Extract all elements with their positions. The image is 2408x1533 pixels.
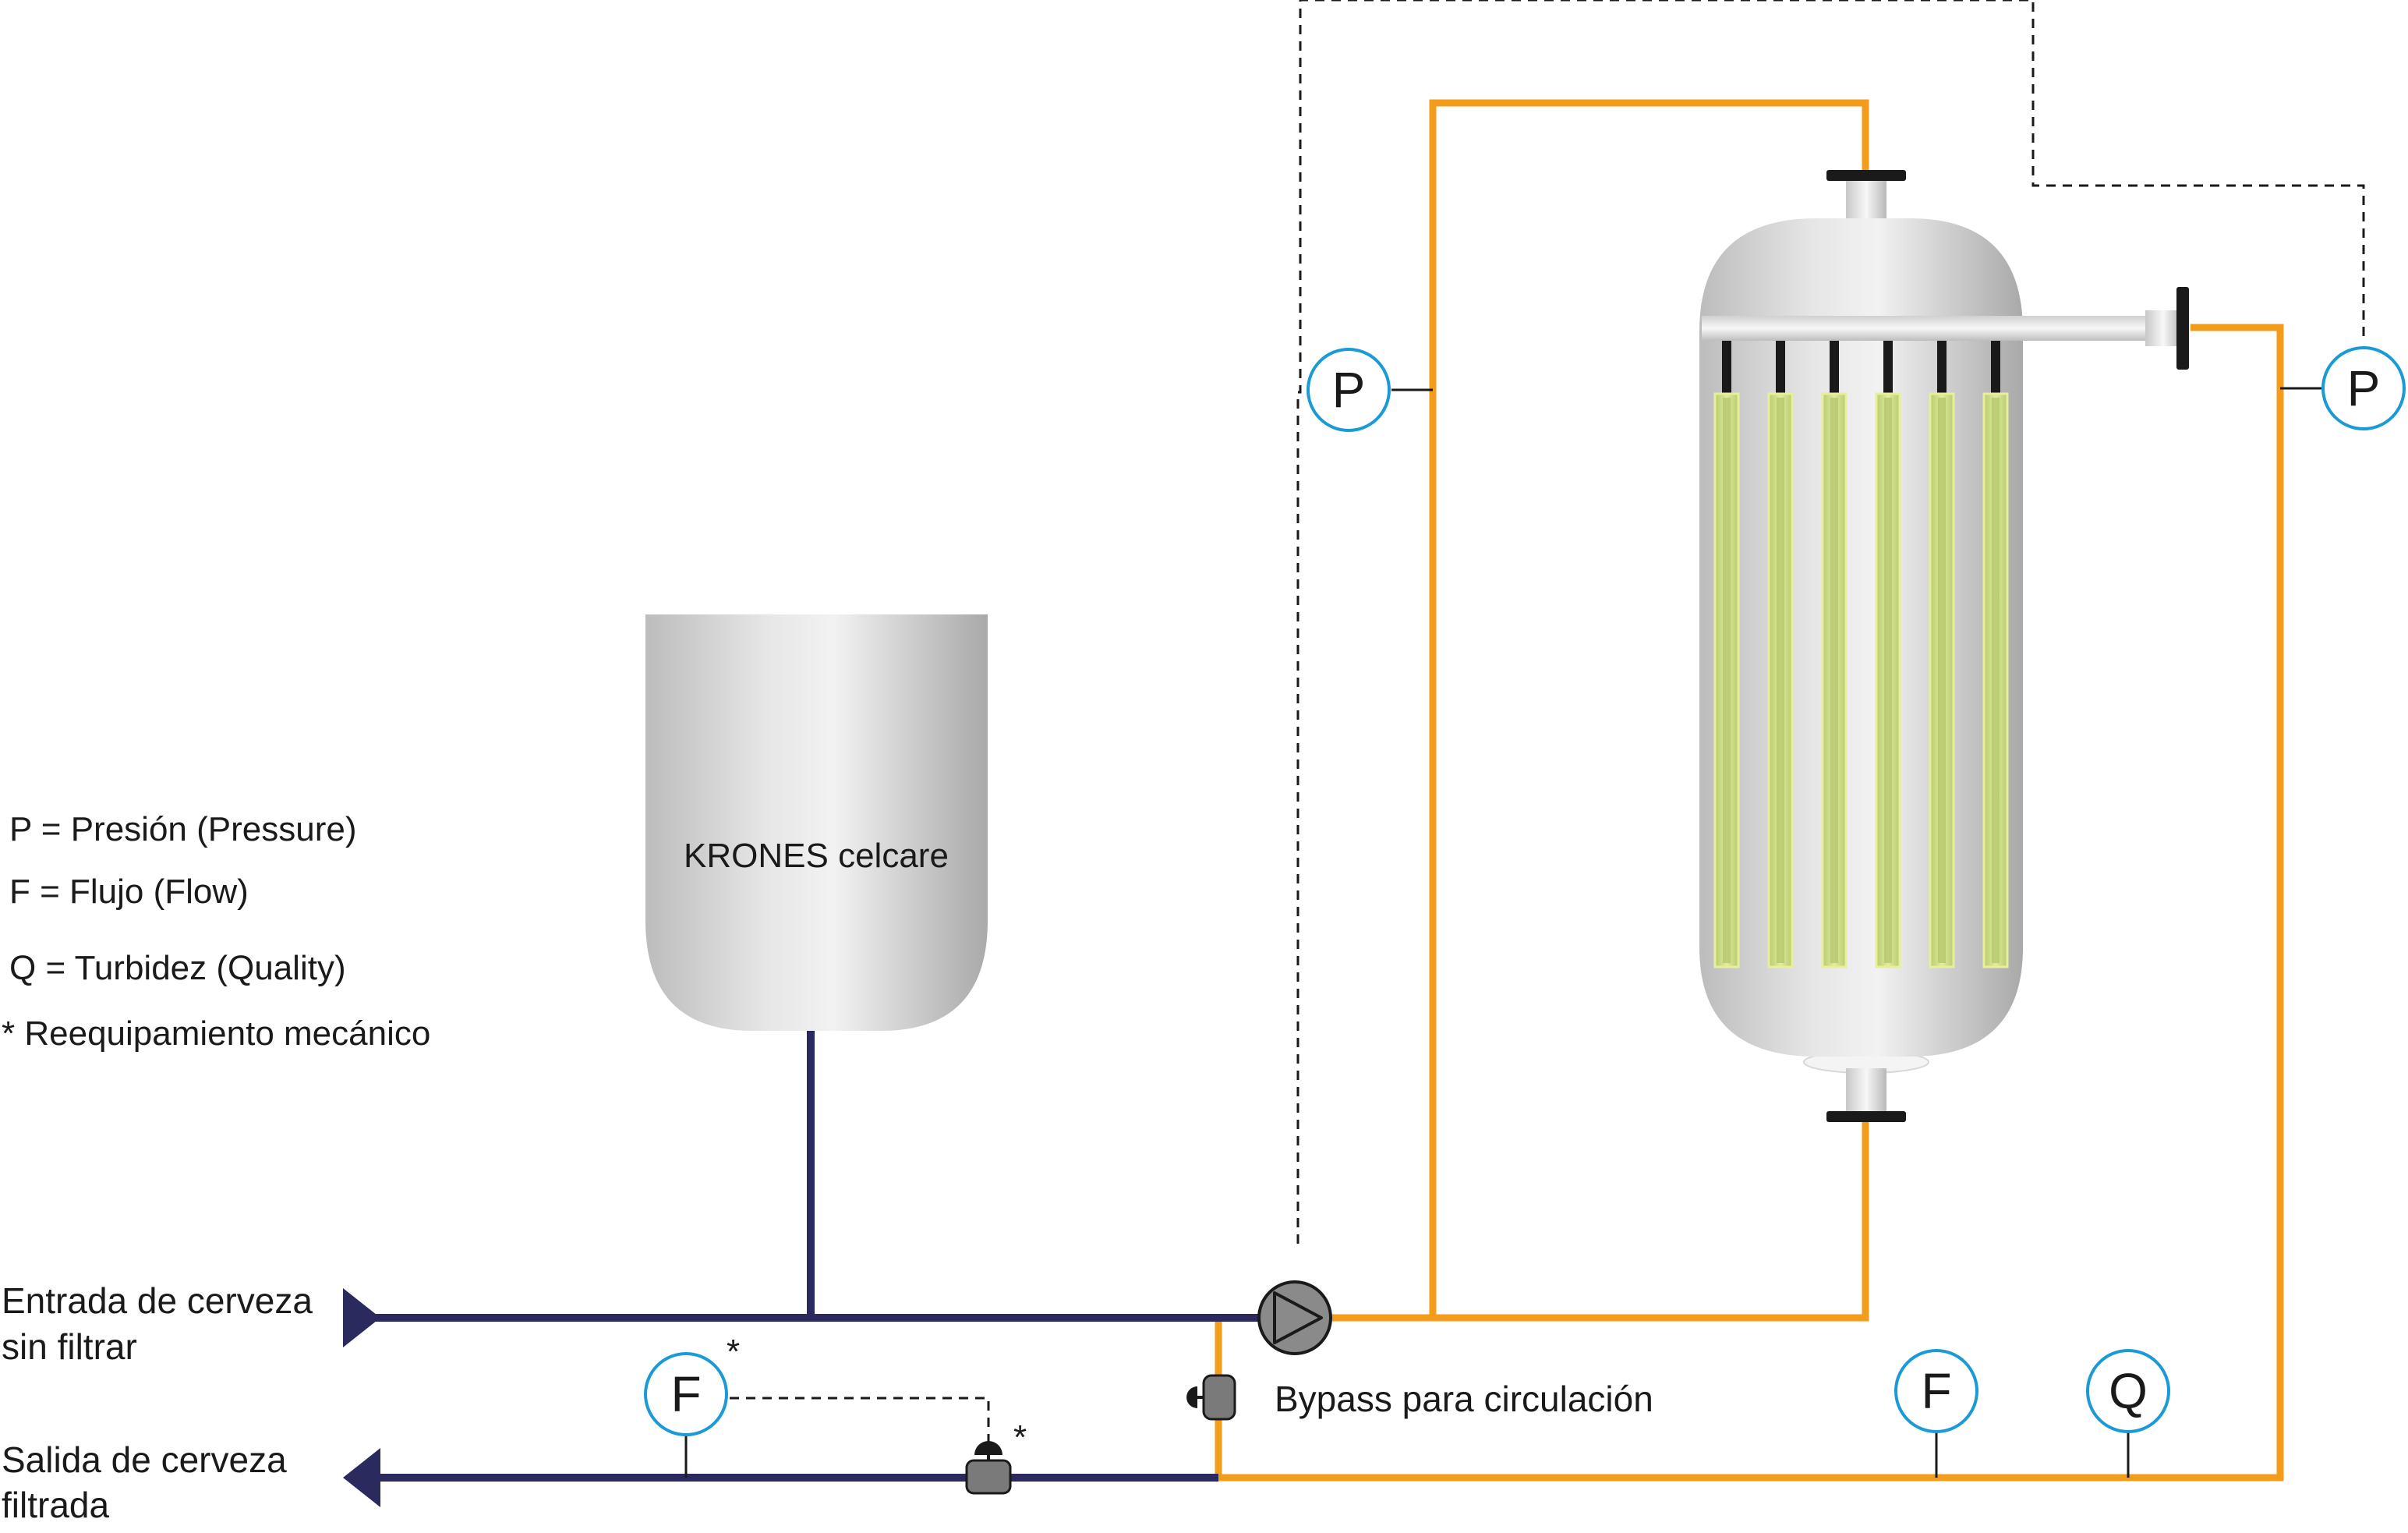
bottom-flange	[1826, 1111, 1906, 1122]
outlet-label-line1: Salida de cerveza	[2, 1439, 287, 1480]
inlet-label-line2: sin filtrar	[2, 1326, 137, 1367]
flow-gauge-outlet-letter: F	[670, 1366, 701, 1422]
pressure-gauge-left: P	[1307, 348, 1433, 432]
outlet-label: Salida de cerveza filtrada	[2, 1439, 287, 1525]
filter-candles	[1713, 341, 2009, 968]
inlet-label: Entrada de cerveza sin filtrar	[2, 1280, 313, 1367]
pressure-gauge-left-letter: P	[1332, 362, 1366, 418]
legend: P = Presión (Pressure) F = Flujo (Flow) …	[2, 810, 430, 1053]
filter-candle	[1767, 341, 1794, 968]
flow-gauge-return: F	[1894, 1349, 1978, 1478]
header-pipe	[1702, 316, 2154, 341]
control-line-flow-valve	[730, 1397, 990, 1443]
flow-retrofit-asterisk: *	[727, 1333, 740, 1371]
quality-gauge-letter: Q	[2109, 1363, 2148, 1419]
flow-gauge-return-letter: F	[1921, 1363, 1951, 1419]
pressure-gauge-right-letter: P	[2347, 360, 2381, 416]
tank-label: KRONES celcare	[684, 837, 949, 875]
legend-flow: F = Flujo (Flow)	[9, 873, 249, 911]
valve-retrofit-asterisk: *	[1013, 1418, 1027, 1457]
circulation-line-top	[1429, 99, 1869, 1318]
filter-candle	[1821, 341, 1848, 968]
side-flange	[2176, 287, 2189, 370]
celcare-tank: KRONES celcare	[645, 614, 988, 1031]
circulation-pump-icon	[1257, 1280, 1332, 1355]
filter-candle	[1713, 341, 1740, 968]
outlet-label-line2: filtrada	[2, 1485, 109, 1525]
circulation-line-outlet	[1325, 1115, 1869, 1322]
bypass-label: Bypass para circulación	[1275, 1379, 1653, 1419]
product-lines	[366, 1031, 1263, 1482]
outlet-arrow-icon	[343, 1448, 380, 1507]
bottom-nozzle-pipe	[1846, 1068, 1886, 1115]
filter-candle	[1875, 341, 1901, 968]
tank-body	[645, 614, 988, 1031]
control-signal-lines	[730, 0, 2365, 1443]
header-pipe-end	[2145, 310, 2181, 346]
top-flange	[1826, 170, 1906, 181]
quality-gauge: Q	[2086, 1349, 2170, 1478]
flow-gauge-outlet: F	[644, 1352, 728, 1478]
outlet-control-valve-icon	[965, 1441, 1012, 1495]
legend-retrofit: * Reequipamiento mecánico	[2, 1014, 430, 1053]
bypass-valve-icon	[1186, 1374, 1236, 1421]
control-line-pressure	[1296, 0, 2365, 1244]
inlet-label-line1: Entrada de cerveza	[2, 1280, 313, 1321]
top-nozzle-pipe	[1846, 175, 1886, 218]
legend-quality: Q = Turbidez (Quality)	[9, 949, 346, 987]
legend-pressure: P = Presión (Pressure)	[9, 810, 356, 848]
inlet-arrow-icon	[343, 1288, 380, 1347]
filter-candle	[1929, 341, 1955, 968]
pressure-gauge-right: P	[2280, 346, 2406, 430]
filter-candle	[1982, 341, 2009, 968]
vessel-body	[1699, 218, 2023, 1057]
filter-vessel	[1699, 170, 2189, 1122]
